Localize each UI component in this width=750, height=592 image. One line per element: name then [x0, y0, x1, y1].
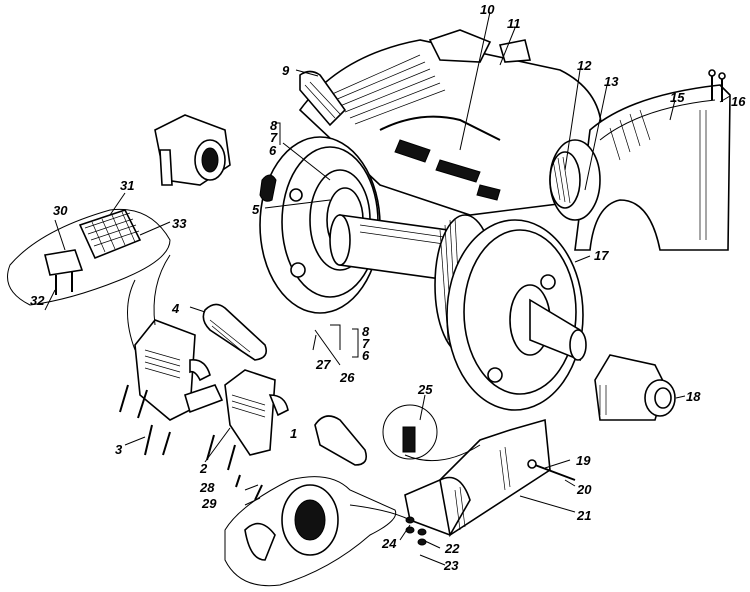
label-19: 19 — [576, 453, 591, 468]
label-6-lower: 6 — [362, 348, 370, 363]
detail-callout-25 — [382, 404, 438, 460]
label-4: 4 — [171, 301, 180, 316]
label-9: 9 — [282, 63, 290, 78]
label-30: 30 — [53, 203, 68, 218]
label-18: 18 — [686, 389, 701, 404]
cover-part-9 — [299, 70, 347, 127]
axle-box-housing — [224, 476, 397, 587]
label-5: 5 — [252, 202, 260, 217]
label-7: 7 — [270, 130, 278, 145]
label-1: 1 — [290, 426, 297, 441]
label-29: 29 — [201, 496, 217, 511]
part-labels: 1 2 3 4 5 6 7 8 9 10 11 12 13 15 16 17 1… — [30, 2, 746, 573]
motor-bearing-18 — [594, 354, 676, 421]
label-25: 25 — [417, 382, 433, 397]
left-wheel — [259, 136, 381, 314]
label-12: 12 — [577, 58, 592, 73]
label-8: 8 — [270, 118, 278, 133]
label-7-lower: 7 — [362, 336, 370, 351]
bearing-liner-4 — [202, 303, 268, 361]
axle-box-bracket-2 — [224, 369, 289, 456]
label-27: 27 — [315, 357, 331, 372]
label-17: 17 — [594, 248, 609, 263]
label-13: 13 — [604, 74, 619, 89]
label-11: 11 — [507, 16, 521, 31]
label-22: 22 — [444, 541, 460, 556]
pinion-gear — [549, 139, 601, 221]
leader-lines — [44, 11, 731, 566]
label-16: 16 — [731, 94, 746, 109]
label-2: 2 — [199, 461, 208, 476]
bolts — [119, 384, 263, 501]
label-24: 24 — [381, 536, 397, 551]
axle-box-bracket-left — [134, 319, 224, 421]
label-6: 6 — [269, 143, 277, 158]
label-10: 10 — [480, 2, 495, 17]
label-31: 31 — [120, 178, 134, 193]
label-26: 26 — [339, 370, 355, 385]
right-wheel — [446, 219, 587, 411]
axle-box-unit — [154, 114, 231, 186]
label-3: 3 — [115, 442, 123, 457]
bearing-shell-1 — [314, 415, 368, 466]
gearbox-lower — [404, 418, 576, 538]
label-33: 33 — [172, 216, 187, 231]
label-32: 32 — [30, 293, 45, 308]
label-28: 28 — [199, 480, 215, 495]
gear-case-cover — [574, 69, 731, 251]
label-15: 15 — [670, 90, 685, 105]
lubricator-pad — [7, 208, 171, 306]
label-20: 20 — [576, 482, 592, 497]
label-21: 21 — [576, 508, 591, 523]
label-8-lower: 8 — [362, 324, 370, 339]
motor-housing — [298, 29, 603, 216]
label-23: 23 — [443, 558, 459, 573]
